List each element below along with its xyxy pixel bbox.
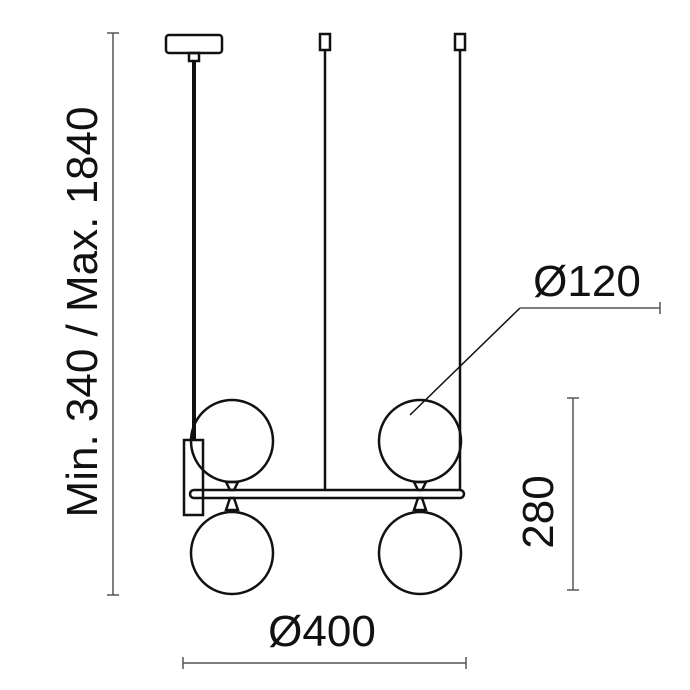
horizontal-bar [188,488,466,500]
globe-diameter-leader [409,307,521,416]
globe-holder-right [411,480,429,512]
globe-diameter-label: Ø120 [533,257,641,306]
ceiling-canopy [164,33,224,55]
globe-lower-right [377,510,463,596]
globe-upper-right [377,398,463,484]
globe-holder-left [223,480,241,512]
globe-lower-left [189,510,275,596]
lamp-height-label: 280 [514,475,563,548]
height-range-label: Min. 340 / Max. 1840 [58,107,107,518]
overall-diameter-label: Ø400 [268,607,376,656]
driver-box [182,438,205,517]
canopy-connector [187,51,201,63]
right-hook [453,32,467,52]
center-hook [318,32,332,52]
